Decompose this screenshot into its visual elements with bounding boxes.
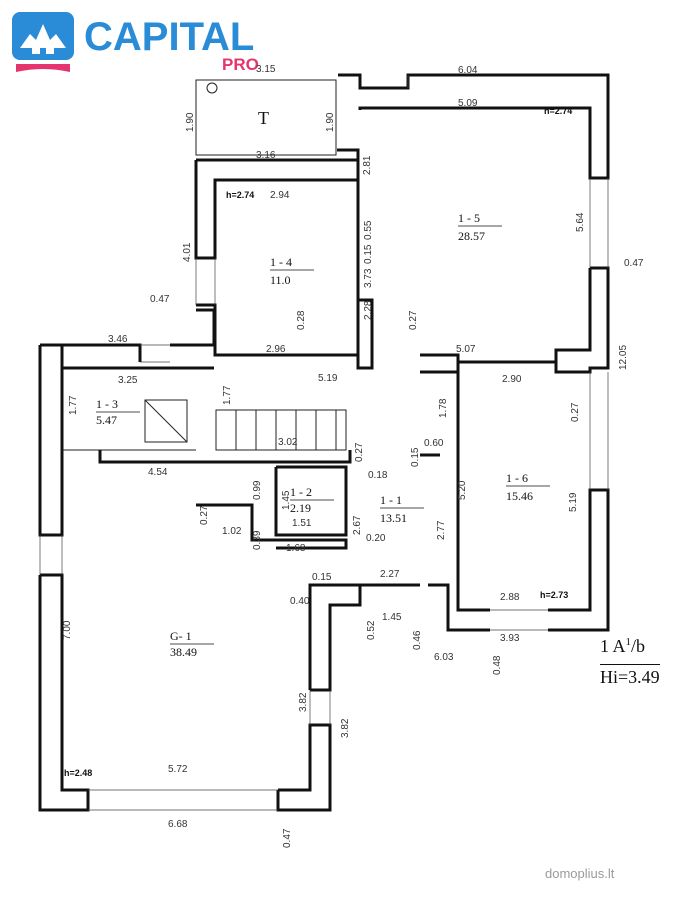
- dimension-label: 5.07: [456, 344, 476, 355]
- room-area: 2.19: [290, 501, 311, 515]
- room-area: 28.57: [458, 229, 485, 243]
- dimension-label: 1.77: [68, 395, 79, 415]
- plan-code-sup: 1: [625, 636, 632, 648]
- dimension-label: 0.27: [408, 310, 419, 330]
- dimension-label: 4.54: [148, 467, 168, 478]
- dimension-label: 5.19: [568, 492, 579, 512]
- plan-code-main: 1 A: [600, 636, 626, 656]
- dimension-label: 0.39: [252, 530, 263, 550]
- room-name: 1 - 2: [290, 485, 312, 499]
- windows: [39, 75, 609, 811]
- watermark: domoplius.lt: [545, 866, 615, 881]
- dimension-label: 0.27: [354, 442, 365, 462]
- dimension-label: 6.68: [168, 819, 188, 830]
- dimension-label: 0.15: [410, 447, 421, 467]
- dimension-label: 3.73: [363, 268, 374, 288]
- dimension-label: 0.46: [412, 630, 423, 650]
- dimension-label: 5.64: [575, 212, 586, 232]
- dimension-label: 5.20: [457, 480, 468, 500]
- dimension-label: 2.90: [502, 374, 522, 385]
- room-area: 5.47: [96, 413, 117, 427]
- dimension-label: 6.04: [458, 65, 478, 76]
- dimension-label: 12.05: [618, 345, 629, 370]
- dimension-label: 0.20: [366, 533, 386, 544]
- room-name: 1 - 1: [380, 493, 402, 507]
- house-icon: [12, 12, 74, 72]
- room-area: 13.51: [380, 511, 407, 525]
- dimension-label: 7.00: [62, 620, 73, 640]
- brand-sub: PRO: [222, 55, 259, 74]
- brand-name: CAPITAL: [84, 15, 254, 59]
- dimension-label: 0.47: [282, 828, 293, 848]
- walls: [38, 73, 610, 812]
- dimension-label: 0.55: [363, 220, 374, 240]
- dimension-label: 2.77: [436, 520, 447, 540]
- dimension-label: 1.90: [185, 112, 196, 132]
- dimension-label: 2.88: [500, 592, 520, 603]
- dimension-label: 0.28: [296, 310, 307, 330]
- room-name: 1 - 3: [96, 397, 118, 411]
- dimension-label: 0.40: [290, 596, 310, 607]
- dimension-label: 2.94: [270, 190, 290, 201]
- dimension-label: 1.77: [222, 385, 233, 405]
- dimension-label: 3.25: [118, 375, 138, 386]
- dimension-label: 3.02: [278, 437, 298, 448]
- dimension-label: 2.28: [363, 300, 374, 320]
- capital-pro-logo: CAPITAL PRO: [12, 12, 259, 74]
- dimension-label: 1.90: [325, 112, 336, 132]
- dimension-labels: 3.15 6.04 5.09 1.90 1.90 3.16 2.81 2.94 5.64 0.47…: [62, 64, 644, 848]
- dimension-label: 1.02: [222, 526, 242, 537]
- room-name: 1 - 4: [270, 255, 292, 269]
- room-name: 1 - 6: [506, 471, 528, 485]
- height-note: h=2.74: [544, 106, 572, 116]
- dimension-label: 0.27: [199, 505, 210, 525]
- dimension-label: 2.96: [266, 344, 286, 355]
- plan-code-tail: /b: [631, 636, 646, 656]
- plan-height: Hi=3.49: [600, 664, 660, 688]
- dimension-label: 0.60: [424, 438, 444, 449]
- dimension-label: 3.93: [500, 633, 520, 644]
- dimension-label: 2.27: [380, 569, 400, 580]
- room-area: 15.46: [506, 489, 533, 503]
- dimension-label: 3.46: [108, 334, 128, 345]
- dimension-label: 2.81: [362, 155, 373, 175]
- height-note: h=2.73: [540, 590, 568, 600]
- dimension-label: 5.09: [458, 98, 478, 109]
- dimension-label: 1.78: [438, 398, 449, 418]
- dimension-label: 3.82: [340, 718, 351, 738]
- dimension-label: 0.47: [150, 294, 170, 305]
- dimension-label: 0.99: [252, 480, 263, 500]
- dimension-label: 5.72: [168, 764, 188, 775]
- dimension-label: 1.68: [286, 543, 306, 554]
- dimension-label: 3.15: [256, 64, 276, 75]
- dimension-label: 1.45: [382, 612, 402, 623]
- room-area: 11.0: [270, 273, 291, 287]
- dimension-label: 0.15: [363, 244, 374, 264]
- dimension-label: 6.03: [434, 652, 454, 663]
- dimension-label: 1.51: [292, 518, 312, 529]
- dimension-label: 2.67: [352, 515, 363, 535]
- dimension-label: 0.52: [366, 620, 377, 640]
- room-area: 38.49: [170, 645, 197, 659]
- height-notes: h=2.74 h=2.74 h=2.73 h=2.48: [64, 106, 572, 778]
- dimension-label: 0.48: [492, 655, 503, 675]
- height-note: h=2.74: [226, 190, 254, 200]
- height-note: h=2.48: [64, 768, 92, 778]
- plan-code: 1 A1/b: [600, 636, 645, 657]
- dimension-label: 0.18: [368, 470, 388, 481]
- dimension-label: 0.15: [312, 572, 332, 583]
- room-name: 1 - 5: [458, 211, 480, 225]
- dimension-label: 1.45: [281, 490, 292, 510]
- dimension-label: 0.47: [624, 258, 644, 269]
- room-name: G- 1: [170, 629, 192, 643]
- room-label-terrace: T: [258, 108, 269, 128]
- dimension-label: 3.82: [298, 692, 309, 712]
- room-labels: T 1 - 5 28.57 1 - 4 11.0 1 - 3 5.47 1 - 2 2.19 1 …: [96, 108, 550, 659]
- dimension-label: 0.27: [570, 402, 581, 422]
- dimension-label: 5.19: [318, 373, 338, 384]
- dimension-label: 3.16: [256, 150, 276, 161]
- dimension-label: 4.01: [182, 242, 193, 262]
